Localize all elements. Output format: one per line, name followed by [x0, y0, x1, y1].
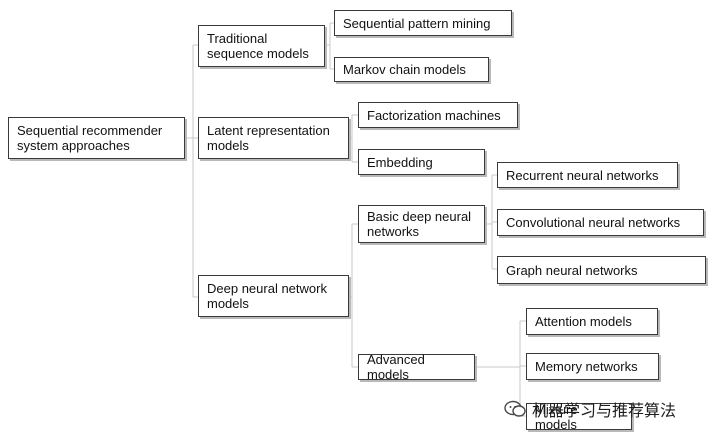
connector-traditional-children	[325, 22, 334, 70]
connector-basic-children	[485, 174, 497, 270]
connector-advanced-children	[475, 320, 526, 417]
sequential-pattern-node: Sequential pattern mining	[334, 10, 512, 36]
root-node: Sequential recommender system approaches	[8, 117, 185, 159]
basic-deep-node: Basic deep neural networks	[358, 205, 485, 243]
embedding-node: Embedding	[358, 149, 485, 175]
wechat-icon	[504, 400, 526, 417]
connector-deep-children	[349, 223, 358, 368]
watermark: 机器学习与推荐算法	[504, 398, 676, 420]
memory-node: Memory networks	[526, 353, 659, 380]
latent-label: Latent representation models	[207, 123, 330, 153]
sequential-pattern-label: Sequential pattern mining	[343, 15, 491, 31]
markov-node: Markov chain models	[334, 57, 489, 82]
mixture-label: Mixture models	[535, 401, 578, 432]
memory-label: Memory networks	[535, 359, 638, 374]
watermark-text: 机器学习与推荐算法	[532, 403, 677, 420]
traditional-node: Traditional sequence models	[198, 25, 325, 67]
rnn-node: Recurrent neural networks	[497, 162, 678, 188]
cnn-label: Convolutional neural networks	[506, 215, 681, 230]
mixture-node: Mixture models	[526, 401, 632, 432]
cnn-node: Convolutional neural networks	[497, 209, 704, 236]
traditional-label: Traditional sequence models	[207, 31, 309, 61]
gnn-label: Graph neural networks	[506, 262, 638, 278]
connector-latent-children	[349, 114, 358, 163]
attention-node: Attention models	[526, 308, 658, 335]
markov-label: Markov chain models	[343, 62, 466, 77]
rnn-label: Recurrent neural networks	[506, 167, 659, 183]
attention-label: Attention models	[535, 314, 632, 329]
latent-node: Latent representation models	[198, 117, 349, 159]
root-label: Sequential recommender system approaches	[17, 123, 163, 153]
advanced-node: Advanced models	[358, 352, 475, 382]
gnn-node: Graph neural networks	[497, 256, 706, 284]
deep-label: Deep neural network models	[207, 281, 327, 311]
deep-node: Deep neural network models	[198, 275, 349, 317]
factorization-node: Factorization machines	[358, 102, 518, 128]
basic-deep-label: Basic deep neural networks	[367, 209, 472, 239]
factorization-label: Factorization machines	[367, 107, 501, 123]
advanced-label: Advanced models	[367, 352, 425, 382]
embedding-label: Embedding	[367, 154, 433, 170]
